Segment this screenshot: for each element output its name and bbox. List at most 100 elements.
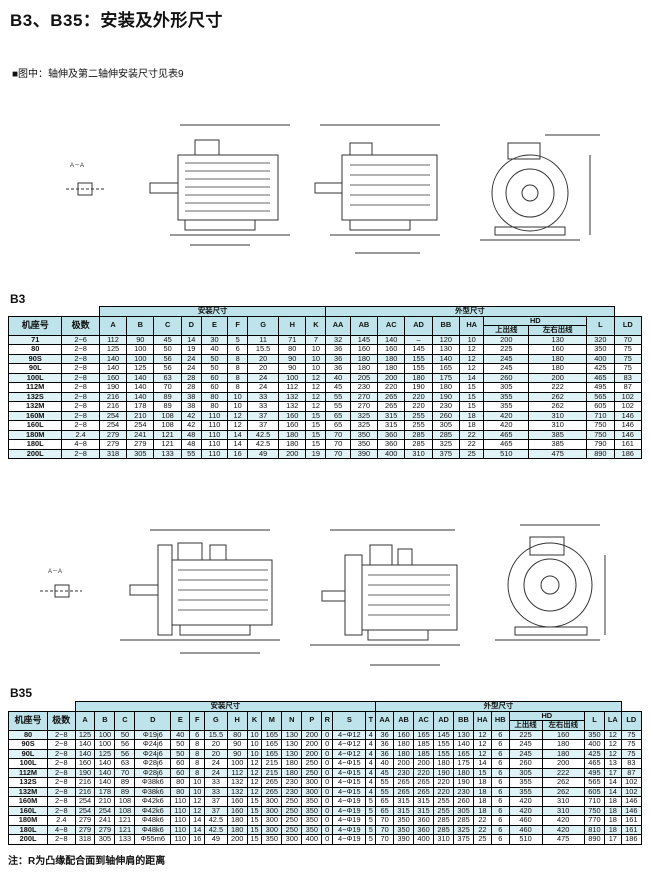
b35-col-header: HA <box>473 710 492 731</box>
table-cell: 70 <box>325 448 351 459</box>
table-cell: 55 <box>180 448 202 459</box>
table-cell: 210 <box>94 796 116 807</box>
table-cell: 225 <box>483 344 530 355</box>
table-cell: 56 <box>114 739 136 750</box>
table-cell: 45 <box>325 382 351 393</box>
table-cell: 890 <box>583 834 605 845</box>
table-cell: 310 <box>404 448 433 459</box>
table-cell: 133 <box>114 834 136 845</box>
table-cell: 180 <box>541 739 585 750</box>
table-cell: 279 <box>74 815 96 826</box>
table-cell: 14 <box>227 439 249 450</box>
table-cell: 130 <box>431 344 461 355</box>
b35-col-header: C <box>114 710 136 731</box>
page-title: B3、B35：安装及外形尺寸 <box>10 11 223 30</box>
table-cell: 125 <box>126 363 155 374</box>
table-cell: 475 <box>541 834 585 845</box>
table-cell: 6 <box>490 758 510 769</box>
table-cell: 375 <box>453 834 475 845</box>
table-cell: 19 <box>305 448 327 459</box>
table-cell: 130 <box>281 739 303 750</box>
table-cell: 63 <box>114 758 136 769</box>
table-cell: 350 <box>393 815 415 826</box>
table-cell: 16 <box>227 448 249 459</box>
table-cell: 4−Φ19 <box>332 796 367 807</box>
table-cell: 70 <box>325 439 351 450</box>
table-cell: 4−Φ15 <box>332 758 367 769</box>
table-cell: 0 <box>321 796 334 807</box>
b3-col-header: H <box>278 315 307 336</box>
table-cell: 180 <box>431 382 461 393</box>
table-cell: 325 <box>431 439 461 450</box>
b3-group-outline: 外型尺寸 <box>325 306 615 317</box>
table-cell: 200 <box>541 758 585 769</box>
drawing-note: ■图中：轴伸及第二轴伸安装尺寸见表9 <box>12 69 184 80</box>
b35-col-header: T <box>365 710 377 731</box>
table-cell: 42 <box>180 420 202 431</box>
table-cell: 420 <box>483 420 530 431</box>
table-cell: 420 <box>541 815 585 826</box>
b3-col-header: B <box>126 315 155 336</box>
table-cell: 56 <box>153 363 182 374</box>
table-cell: 48 <box>180 439 202 450</box>
table-cell: 121 <box>153 439 182 450</box>
table-cell: 37 <box>204 796 228 807</box>
table-cell: 260 <box>453 796 475 807</box>
table-cell: 36 <box>375 739 395 750</box>
table-cell: 400 <box>301 834 323 845</box>
table-cell: 17 <box>603 834 622 845</box>
table-cell: 65 <box>325 420 351 431</box>
b3-section-view: A－A <box>66 163 104 195</box>
table-cell: 60 <box>200 382 229 393</box>
table-cell: 385 <box>528 439 588 450</box>
table-cell: 12 <box>305 382 327 393</box>
b35-col-header: LD <box>620 710 643 731</box>
table-cell: 10 <box>305 344 327 355</box>
table-cell: 305 <box>126 448 155 459</box>
table-cell: 4 <box>365 758 377 769</box>
b3-col-header: AD <box>404 315 433 336</box>
table-cell: 265 <box>413 777 435 788</box>
frame-size-cell: 90L <box>7 363 63 374</box>
table-cell: 200 <box>393 758 415 769</box>
table-cell: 750 <box>586 420 615 431</box>
table-cell: 2~8 <box>47 777 76 788</box>
b35-group-outline: 外型尺寸 <box>375 701 622 712</box>
table-cell: 5 <box>365 834 377 845</box>
b35-col-header: M <box>261 710 283 731</box>
table-cell: 285 <box>433 815 455 826</box>
table-cell: 8 <box>227 382 249 393</box>
table-cell: 15 <box>458 401 485 412</box>
table-cell: 110 <box>170 815 191 826</box>
b35-col-header: K <box>246 710 263 731</box>
table-cell: 38 <box>180 401 202 412</box>
table-cell: 220 <box>377 382 406 393</box>
table-cell: 350 <box>261 834 283 845</box>
b35-col-header: L <box>583 710 605 731</box>
table-cell: 18 <box>603 815 622 826</box>
table-cell: 4−Φ15 <box>332 777 367 788</box>
table-cell: 2~8 <box>61 448 100 459</box>
table-cell: 161 <box>613 439 643 450</box>
table-cell: 216 <box>74 777 96 788</box>
table-cell: 36 <box>325 363 351 374</box>
table-cell: 465 <box>583 758 605 769</box>
table-cell: 605 <box>586 401 615 412</box>
table-cell: Φ48k6 <box>134 815 172 826</box>
b35-col-header: AC <box>413 710 435 731</box>
b35-col-header: P <box>301 710 323 731</box>
table-cell: 75 <box>620 739 643 750</box>
table-cell: 13 <box>603 758 622 769</box>
table-cell: 132 <box>226 777 248 788</box>
table-cell: 108 <box>153 420 182 431</box>
b35-col-header: AD <box>433 710 455 731</box>
